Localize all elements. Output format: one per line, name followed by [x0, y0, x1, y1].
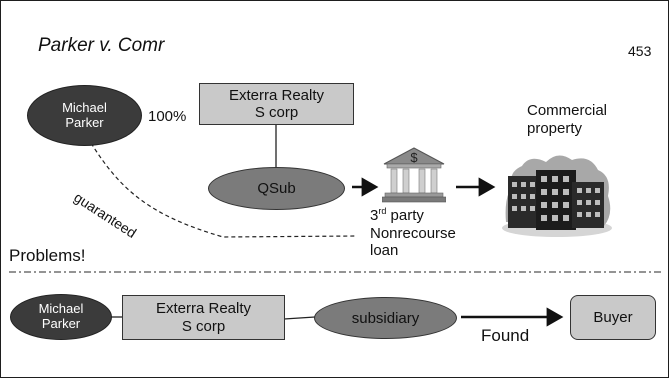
property-line1: Commercial: [527, 102, 608, 119]
shareholder-bottom-line1: Michael: [38, 301, 84, 317]
problems-label: Problems!: [9, 246, 86, 265]
slide-title: Parker v. Comr: [38, 35, 165, 56]
michael-parker-ellipse: Michael Parker: [27, 85, 142, 146]
lender-line1-rest: party: [386, 207, 424, 224]
lender-line2: Nonrecourse: [370, 224, 456, 242]
lender-line3: loan: [370, 242, 399, 260]
svg-text:$: $: [410, 150, 418, 165]
shareholder-line2: Parker: [65, 114, 104, 130]
subsidiary-ellipse: subsidiary: [314, 297, 457, 339]
buyer-label: Buyer: [593, 308, 633, 326]
bank-icon: $: [382, 147, 446, 203]
exterra-scorp-box: Exterra Realty S corp: [199, 83, 354, 125]
qsub-label: QSub: [257, 180, 296, 197]
scorp-line1: Exterra Realty: [228, 86, 325, 104]
scorp-sub-line-bottom: [283, 316, 316, 320]
found-label: Found: [481, 326, 530, 345]
shareholder-line1: Michael: [62, 99, 107, 115]
building-icon: [502, 155, 612, 237]
lender-ordinal-suffix: rd: [378, 206, 387, 216]
scorp-bottom-line1: Exterra Realty: [155, 300, 252, 318]
exterra-scorp-box-bottom: Exterra Realty S corp: [122, 295, 285, 340]
page-number: 453: [628, 43, 652, 59]
lender-ordinal-number: 3: [370, 207, 379, 224]
lender-label: 3rd party Nonrecourse loan: [370, 206, 456, 260]
scorp-line2: S corp: [254, 104, 299, 121]
qsub-ellipse: QSub: [208, 167, 345, 210]
ownership-percent: 100%: [148, 108, 187, 125]
property-label: Commercial property: [527, 102, 607, 138]
buyer-box: Buyer: [570, 295, 656, 340]
scorp-bottom-line2: S corp: [181, 317, 226, 335]
shareholder-bottom-line2: Parker: [41, 316, 81, 331]
guarantee-line: [90, 142, 357, 238]
michael-parker-ellipse-bottom: Michael Parker: [10, 294, 112, 340]
subsidiary-label: subsidiary: [351, 309, 420, 327]
property-line2: property: [527, 120, 583, 137]
